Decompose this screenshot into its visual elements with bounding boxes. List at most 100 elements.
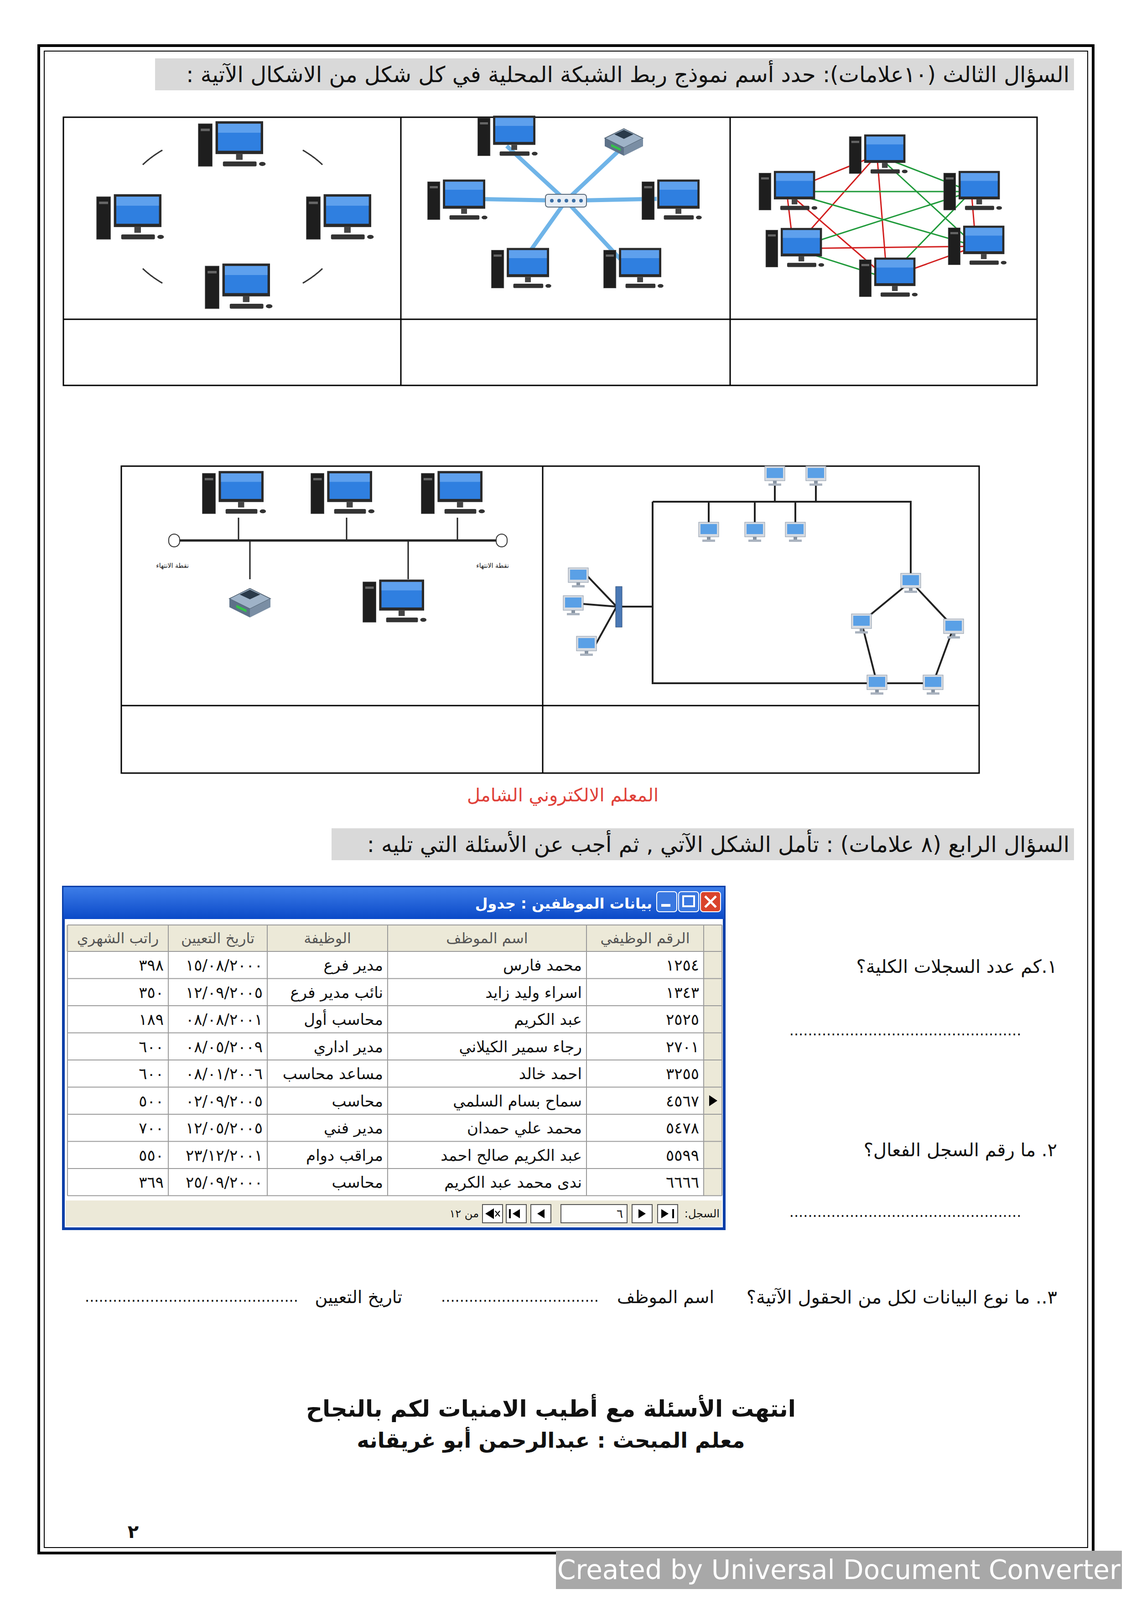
table-cell: ٢٣/١٢/٢٠٠١ <box>168 1141 268 1169</box>
table-cell: ٢٥/٠٩/٢٠٠٠ <box>168 1168 268 1196</box>
answer-line: ........................................… <box>757 1018 1054 1042</box>
table-cell: مدير اداري <box>267 1033 388 1060</box>
star-cable <box>565 145 624 201</box>
table-cell: ندى محمد عبد الكريم <box>387 1168 587 1196</box>
table-cell: ١٨٩ <box>67 1006 169 1033</box>
grid-line <box>387 924 389 1196</box>
table-cell: ٥٤٧٨ <box>586 1114 704 1142</box>
drop-cable <box>707 501 710 524</box>
record-count: من ١٢ <box>428 1203 479 1224</box>
ring-cable <box>302 268 323 284</box>
drop-cable <box>456 517 459 541</box>
printer-icon <box>229 588 271 618</box>
table-cell: ٢٧٠١ <box>586 1033 704 1060</box>
nav-button <box>482 1204 503 1223</box>
close-button <box>700 891 721 912</box>
record-number: ٦ <box>561 1204 626 1223</box>
table-cell: ٥٥٠ <box>67 1141 169 1169</box>
computer-icon <box>603 248 664 289</box>
minimize-glyph <box>661 903 671 907</box>
table-cell: ٣٩٨ <box>67 951 169 979</box>
table-cell: ٠٢/٠٩/٢٠٠٥ <box>168 1087 268 1115</box>
drop-cable <box>794 501 797 524</box>
drop-cable <box>407 540 410 580</box>
table-cell: مراقب دوام <box>267 1141 388 1169</box>
closing-text: انتهت الأسئلة مع أطيب الامنيات لكم بالنج… <box>200 1391 902 1426</box>
terminator-label: نقطة الانتهاء <box>145 560 200 571</box>
table-rule <box>729 117 732 386</box>
computer-icon <box>765 228 825 268</box>
column-header: تاريخ التعيين <box>168 924 268 952</box>
ring-cable <box>302 150 323 165</box>
backbone-cable <box>618 605 653 608</box>
table-cell: ٣٥٠ <box>67 979 169 1006</box>
table-cell: ٧٠٠ <box>67 1114 169 1142</box>
grid-line <box>266 924 268 1196</box>
table-cell: احمد خالد <box>387 1060 587 1087</box>
grid-line <box>67 1005 722 1007</box>
grid-line <box>67 1113 722 1115</box>
table-cell: رجاء سمير الكيلاني <box>387 1033 587 1060</box>
current-record-arrow <box>709 1094 718 1106</box>
navigation-bar <box>65 1200 722 1226</box>
question-text: ٣.. ما نوع البيانات لكل من الحقول الآتية… <box>737 1282 1058 1312</box>
maximize-glyph <box>683 896 695 907</box>
page-border <box>38 45 1094 1553</box>
grid-line <box>67 978 722 980</box>
computer-icon <box>96 194 165 240</box>
record-selector <box>703 951 722 1196</box>
field-name: تاريخ التعيين <box>283 1282 403 1312</box>
grid-line <box>67 1059 722 1061</box>
converter-watermark: Created by Universal Document Converter <box>555 1550 1122 1589</box>
table-cell: ٠٨/٠١/٢٠٠٦ <box>168 1060 268 1087</box>
computer-icon <box>849 134 908 174</box>
answer-table <box>63 117 1038 386</box>
table-cell: ٥٠٠ <box>67 1087 169 1115</box>
ring-cable <box>861 581 954 684</box>
hub-bar <box>615 586 623 628</box>
table-cell: مدير فرع <box>267 951 388 979</box>
drop-cable <box>346 517 348 541</box>
grid-line <box>167 924 169 1196</box>
table-cell: محاسب <box>267 1168 388 1196</box>
table-rule <box>121 705 980 707</box>
nav-glyph <box>661 1208 675 1219</box>
column-header: اسم الموظف <box>387 924 587 952</box>
workstation-icon <box>563 595 584 616</box>
table-cell: ١٢٥٤ <box>586 951 704 979</box>
table-cell: نائب مدير فرع <box>267 979 388 1006</box>
table-cell: محمد فارس <box>387 951 587 979</box>
answer-line: ........................................… <box>757 1200 1054 1224</box>
workstation-icon <box>805 466 826 486</box>
question-heading: السؤال الثالث (١٠علامات): حدد أسم نموذج … <box>155 58 1074 91</box>
printer-icon <box>604 128 644 156</box>
computer-icon <box>198 121 266 167</box>
nav-label: السجل: <box>680 1203 720 1224</box>
table-cell: ١٢/٠٥/٢٠٠٥ <box>168 1114 268 1142</box>
table-cell: ١٣٤٣ <box>586 979 704 1006</box>
computer-icon <box>427 179 488 220</box>
grid-line <box>721 924 723 1196</box>
computer-icon <box>758 171 818 211</box>
computer-icon <box>311 471 375 514</box>
nav-glyph <box>638 1208 646 1219</box>
bus-terminator <box>168 534 180 547</box>
grid-line <box>67 1086 722 1088</box>
workstation-icon <box>866 674 888 695</box>
table-cell: عبد الكريم <box>387 1006 587 1033</box>
nav-button <box>530 1204 551 1223</box>
answer-line: ........................................… <box>68 1285 315 1308</box>
nav-button <box>632 1204 653 1223</box>
workstation-icon <box>568 567 589 588</box>
table-cell: ٤٥٦٧ <box>586 1087 704 1115</box>
header-row <box>65 924 722 952</box>
grid-line <box>703 924 705 1196</box>
workstation-icon <box>744 522 765 542</box>
table-cell: ٣٢٥٥ <box>586 1060 704 1087</box>
column-header: راتب الشهري <box>67 924 169 952</box>
column-header: الرقم الوظيفي <box>586 924 704 952</box>
nav-glyph <box>486 1208 500 1219</box>
terminator-label: نقطة الانتهاء <box>465 560 520 571</box>
teacher-name: معلم المبحث : عبدالرحمن أبو غريقانه <box>246 1424 856 1456</box>
computer-icon <box>306 194 374 240</box>
